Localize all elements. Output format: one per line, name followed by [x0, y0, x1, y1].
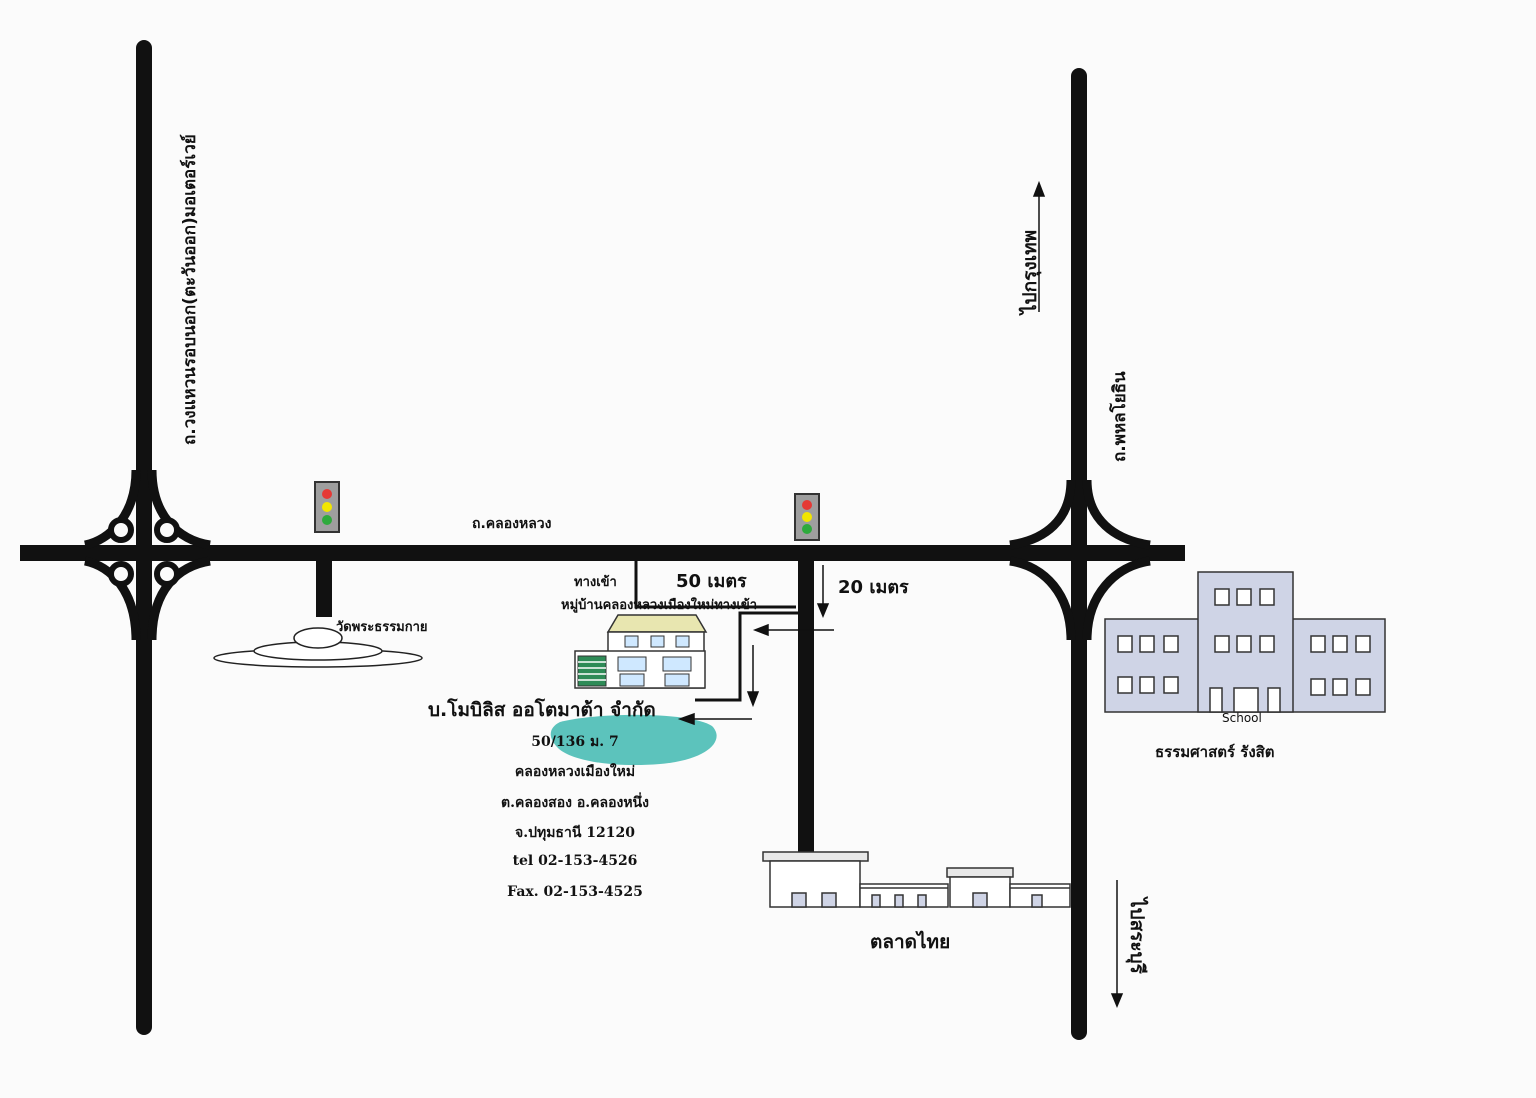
address-highlight: [550, 714, 717, 766]
temple-spur-road: [316, 555, 332, 617]
address-line: 50/136 ม. 7: [531, 734, 619, 750]
address-line: คลองหลวงเมืองใหม่: [514, 764, 636, 780]
phahonyothin-road-label: ถ.พหลโยธิน: [1110, 371, 1130, 462]
market-building-icon: [762, 851, 1071, 908]
khlong-luang-road-label: ถ.คลองหลวง: [472, 516, 552, 532]
entrance-label: ทางเข้า: [574, 575, 617, 590]
address-line: ต.คลองสอง อ.คลองหนึ่ง: [501, 795, 649, 811]
left-interchange-circles: [108, 517, 180, 587]
road-khlong-luang: [20, 545, 1185, 561]
traffic-light-right-icon: [794, 493, 820, 541]
telephone: tel 02-153-4526: [512, 853, 638, 869]
village-entrance-label: หมู่บ้านคลองหลวงเมืองใหม่ทางเข้า: [561, 598, 758, 613]
market-label: ตลาดไทย: [870, 931, 951, 953]
temple-icon: [213, 627, 423, 668]
school-sign-label: School: [1222, 711, 1262, 725]
route-arrows: [677, 565, 834, 726]
road-outer-ring: [136, 40, 152, 1035]
fax: Fax. 02-153-4525: [507, 884, 643, 900]
outer-ring-road-label: ถ.วงแหวนรอบนอก(ตะวันออก)มอเตอร์เวย์: [180, 134, 200, 445]
company-building-icon: [574, 614, 708, 689]
road-phahonyothin: [1071, 68, 1087, 1040]
right-interchange: [1009, 479, 1151, 641]
road-to-market: [798, 555, 814, 855]
school-building-icon: [1104, 571, 1386, 713]
route-lines: [634, 561, 798, 702]
to-saraburi-label: ไปสระบุรี: [1126, 898, 1148, 974]
distance-20-label: 20 เมตร: [838, 577, 909, 598]
distance-50-label: 50 เมตร: [676, 571, 747, 592]
school-name-label: ธรรมศาสตร์ รังสิต: [1155, 743, 1275, 761]
company-name: บ.โมบิลิส ออโตมาต้า จำกัด: [428, 699, 656, 721]
arrow-to-bangkok-icon: [1032, 180, 1046, 312]
temple-label: วัดพระธรรมกาย: [336, 620, 428, 635]
address-line: จ.ปทุมธานี 12120: [515, 825, 635, 841]
to-bangkok-label: ไปกรุงเทพ: [1019, 229, 1041, 314]
traffic-light-left-icon: [314, 481, 340, 533]
arrow-to-saraburi-icon: [1110, 880, 1124, 1008]
